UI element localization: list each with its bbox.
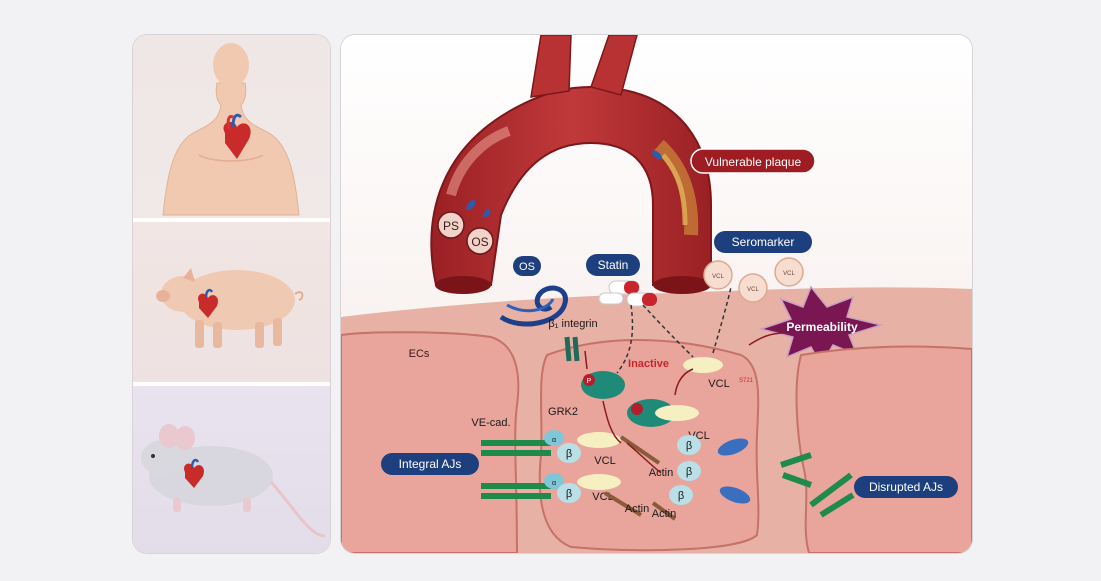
- vulnerable-plaque-label: Vulnerable plaque: [691, 149, 815, 173]
- svg-text:VCL: VCL: [594, 455, 615, 467]
- integral-ajs-label: Integral AJs: [381, 453, 479, 475]
- svg-text:VCL: VCL: [708, 378, 729, 390]
- mouse-panel: [133, 386, 330, 553]
- human-panel: [133, 35, 330, 218]
- svg-text:VE-cad.: VE-cad.: [471, 417, 510, 429]
- ps-marker: PS: [438, 212, 464, 238]
- svg-text:β: β: [678, 490, 684, 502]
- statin-label: Statin: [586, 254, 640, 276]
- svg-text:Vulnerable plaque: Vulnerable plaque: [705, 155, 802, 169]
- disrupted-ajs-label: Disrupted AJs: [854, 476, 958, 498]
- os-artery-marker: OS: [467, 228, 493, 254]
- svg-text:α: α: [552, 480, 556, 487]
- ve-cadherin-label: VE-cad.: [471, 417, 510, 429]
- seromarker-label: Seromarker: [714, 231, 812, 253]
- endothelial-cell-right: [797, 347, 972, 553]
- svg-text:Seromarker: Seromarker: [732, 235, 795, 249]
- svg-text:VCL: VCL: [747, 287, 759, 293]
- species-column: [133, 35, 330, 553]
- svg-text:Integral AJs: Integral AJs: [399, 457, 462, 471]
- svg-text:Actin: Actin: [652, 508, 676, 520]
- svg-text:β: β: [566, 448, 572, 460]
- svg-text:VCL: VCL: [783, 271, 795, 277]
- mechanism-diagram: PS OS Vulnerable plaque OS Statin: [341, 35, 972, 553]
- pig-panel: [133, 222, 330, 382]
- svg-text:Statin: Statin: [598, 258, 629, 272]
- os-label: OS: [513, 256, 541, 276]
- svg-text:Permeability: Permeability: [786, 320, 858, 334]
- svg-text:α: α: [552, 437, 556, 444]
- svg-text:Inactive: Inactive: [628, 358, 669, 370]
- svg-text:ECs: ECs: [409, 348, 430, 360]
- svg-text:Actin: Actin: [625, 503, 649, 515]
- mouse-illustration: [133, 386, 330, 553]
- svg-text:OS: OS: [519, 261, 535, 273]
- svg-text:OS: OS: [471, 235, 488, 249]
- svg-text:P: P: [587, 378, 592, 385]
- svg-text:β₁ integrin: β₁ integrin: [548, 318, 597, 330]
- human-torso-illustration: [133, 35, 330, 218]
- pig-illustration: [133, 222, 330, 382]
- svg-text:S721: S721: [739, 378, 754, 384]
- svg-text:Disrupted AJs: Disrupted AJs: [869, 480, 943, 494]
- svg-text:β: β: [686, 466, 692, 478]
- svg-text:GRK2: GRK2: [548, 406, 578, 418]
- mechanism-panel: PS OS Vulnerable plaque OS Statin: [341, 35, 972, 553]
- svg-text:β: β: [686, 440, 692, 452]
- svg-text:PS: PS: [443, 219, 459, 233]
- svg-text:β: β: [566, 488, 572, 500]
- svg-text:VCL: VCL: [712, 274, 724, 280]
